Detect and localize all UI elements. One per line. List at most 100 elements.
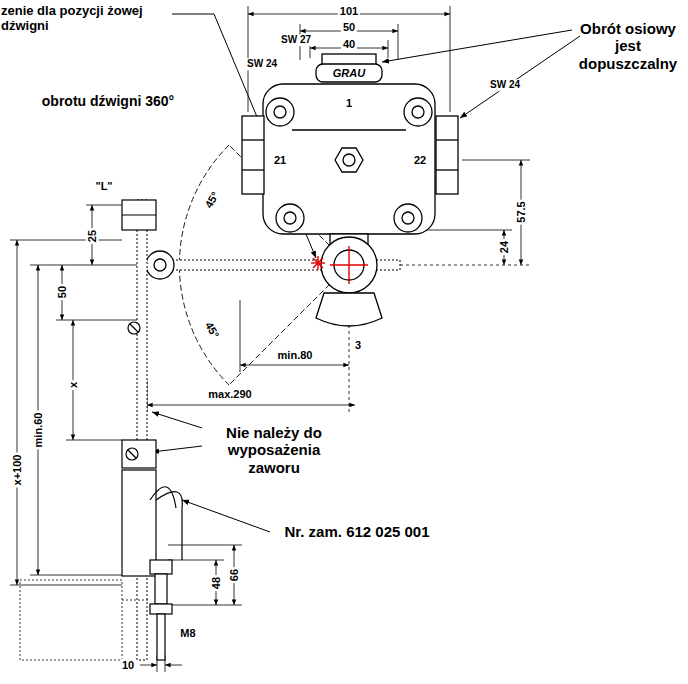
drawing-part — [274, 106, 286, 118]
dimension: x — [67, 380, 80, 390]
drawing-part — [10, 240, 122, 241]
drawing-part — [150, 560, 172, 574]
drawing-part — [462, 160, 530, 161]
order-number: Nr. zam. 612 025 001 — [284, 523, 429, 540]
drawing-part — [388, 40, 389, 58]
dimension: 48 — [210, 575, 223, 591]
dimension: x+100 — [11, 453, 24, 488]
dimension: max.290 — [206, 388, 253, 401]
drawing-part — [436, 139, 458, 140]
linkage-rod — [122, 200, 182, 660]
drawing-part — [276, 204, 304, 232]
dimension: 10 — [120, 659, 136, 672]
drawing-part — [30, 265, 146, 266]
drawing-part — [182, 500, 270, 532]
valve-body — [146, 54, 458, 326]
drawing-part — [152, 412, 202, 428]
drawing-part — [313, 258, 323, 268]
drawing-part — [165, 665, 182, 666]
drawing-part — [321, 237, 377, 293]
drawing-part — [146, 251, 174, 279]
wrench-size: SW 24 — [245, 58, 279, 70]
angle-label: 45° — [201, 318, 222, 342]
brand-logo: GRAU — [333, 67, 365, 80]
wrench-size: SW 27 — [279, 34, 313, 46]
drawing-part — [122, 600, 150, 601]
drawing-part — [150, 487, 176, 508]
drawing-part — [168, 545, 242, 546]
drawing-part — [436, 169, 458, 170]
drawing-part — [402, 212, 414, 224]
drawing-part — [155, 574, 167, 604]
drawing-part — [86, 205, 122, 206]
drawing-part — [460, 36, 580, 118]
drawing-part — [240, 365, 349, 366]
drawing-part — [242, 169, 264, 170]
drawing-part — [263, 84, 435, 234]
part-label: "L" — [93, 180, 114, 193]
drawing-part — [150, 604, 172, 614]
dimension: 25 — [86, 228, 99, 244]
port-number: 21 — [274, 154, 286, 167]
port-number: 3 — [355, 339, 361, 352]
drawing-part — [122, 440, 156, 468]
dimension: 24 — [498, 239, 511, 255]
drawing-part — [242, 116, 264, 194]
drawing-part — [152, 446, 202, 452]
dimension: 50 — [56, 284, 69, 300]
drawing-part — [450, 6, 451, 112]
dimension: min.60 — [32, 411, 45, 450]
port-number: 1 — [346, 97, 352, 110]
angle-label: 45° — [201, 188, 222, 212]
drawing-part — [140, 665, 157, 666]
drawing-part — [128, 322, 140, 334]
drawing-part — [284, 212, 296, 224]
drawing-part — [316, 293, 382, 326]
drawing-part — [130, 324, 138, 332]
drawing-part — [56, 320, 140, 321]
drawing-part — [343, 154, 355, 166]
drawing-part — [394, 204, 422, 232]
drawing-part — [126, 448, 138, 460]
drawing-part — [330, 264, 368, 265]
leader-lines — [152, 14, 580, 532]
drawing-part — [240, 300, 241, 372]
thread-size: M8 — [178, 627, 197, 640]
drawing-part — [242, 139, 264, 140]
dimension: min.80 — [276, 349, 315, 362]
drawing-part — [154, 259, 166, 271]
dimension: 66 — [228, 567, 241, 583]
dimension: 57.5 — [515, 199, 528, 224]
drawing-part — [168, 605, 242, 606]
drawing-part — [30, 575, 122, 576]
drawing-part — [266, 98, 294, 126]
drawing-part — [335, 148, 363, 172]
dimension: 101 — [338, 5, 360, 18]
drawing-part — [156, 492, 182, 560]
drawing-part — [10, 585, 122, 586]
drawing-part — [122, 214, 156, 215]
drawing-part — [398, 24, 399, 60]
drawing-part — [436, 116, 458, 194]
drawing-part — [20, 580, 122, 660]
drawing-part — [66, 440, 122, 441]
note-text: Nie należy do wyposażenia zaworu — [204, 424, 344, 476]
drawing-part — [316, 64, 382, 82]
drawing-part — [147, 405, 355, 406]
dimension: 40 — [341, 38, 357, 51]
wrench-size: SW 24 — [488, 79, 522, 91]
drawing-part — [382, 30, 572, 62]
drawing-part — [137, 200, 147, 660]
drawing-part — [313, 258, 323, 268]
port-number: 22 — [414, 154, 426, 167]
mounting-bracket — [20, 580, 150, 660]
drawing-part — [292, 129, 406, 130]
drawing-part — [412, 106, 424, 118]
note-text: Obrót osiowy jest dopuszczalny — [569, 20, 687, 72]
drawing-part — [400, 265, 530, 266]
centre-mark — [311, 246, 368, 284]
drawing-part — [122, 200, 156, 230]
dimension: 50 — [341, 21, 357, 34]
callout-text: zenie dla pozycji żowej dźwigni — [1, 4, 171, 34]
